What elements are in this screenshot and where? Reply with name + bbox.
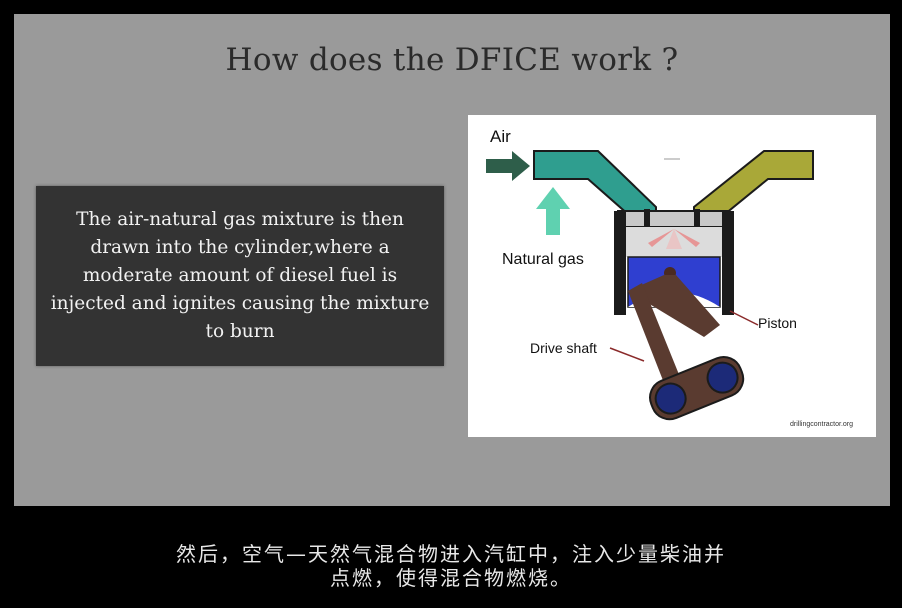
connecting-rod xyxy=(628,275,720,337)
drive-shaft-label: Drive shaft xyxy=(530,340,597,356)
natural-gas-arrow-icon xyxy=(536,187,570,235)
cylinder-head xyxy=(617,210,729,228)
drive-shaft-pointer xyxy=(609,347,645,362)
fuel-spray xyxy=(648,229,700,249)
slide-title: How does the DFICE work ? xyxy=(225,42,679,78)
cylinder-wall-left xyxy=(614,211,626,315)
subtitle-line-1: 然后，空气—天然气混合物进入汽缸中，注入少量柴油并 xyxy=(176,542,726,566)
slide: How does the DFICE work ? The air-natura… xyxy=(14,14,890,506)
cylinder-wall-right xyxy=(722,211,734,315)
air-arrow-icon xyxy=(486,151,530,181)
exhaust-valve xyxy=(694,209,700,229)
subtitle-line-2: 点燃，使得混合物燃烧。 xyxy=(330,566,572,590)
explanation-box: The air-natural gas mixture is then draw… xyxy=(36,186,444,366)
intake-valve xyxy=(644,209,650,229)
crankshaft xyxy=(649,356,745,421)
video-subtitle: 然后，空气—天然气混合物进入汽缸中，注入少量柴油并 点燃，使得混合物燃烧。 xyxy=(0,542,902,590)
explanation-text: The air-natural gas mixture is then draw… xyxy=(50,209,430,342)
engine-diagram-graphic xyxy=(486,150,814,421)
engine-diagram: Air Natural gas Piston Drive shaft drill… xyxy=(468,115,876,437)
air-label: Air xyxy=(490,127,511,146)
piston-label: Piston xyxy=(758,315,797,331)
piston-pointer xyxy=(729,310,759,326)
natural-gas-label: Natural gas xyxy=(502,251,584,268)
image-credit: drillingcontractor.org xyxy=(790,421,854,428)
